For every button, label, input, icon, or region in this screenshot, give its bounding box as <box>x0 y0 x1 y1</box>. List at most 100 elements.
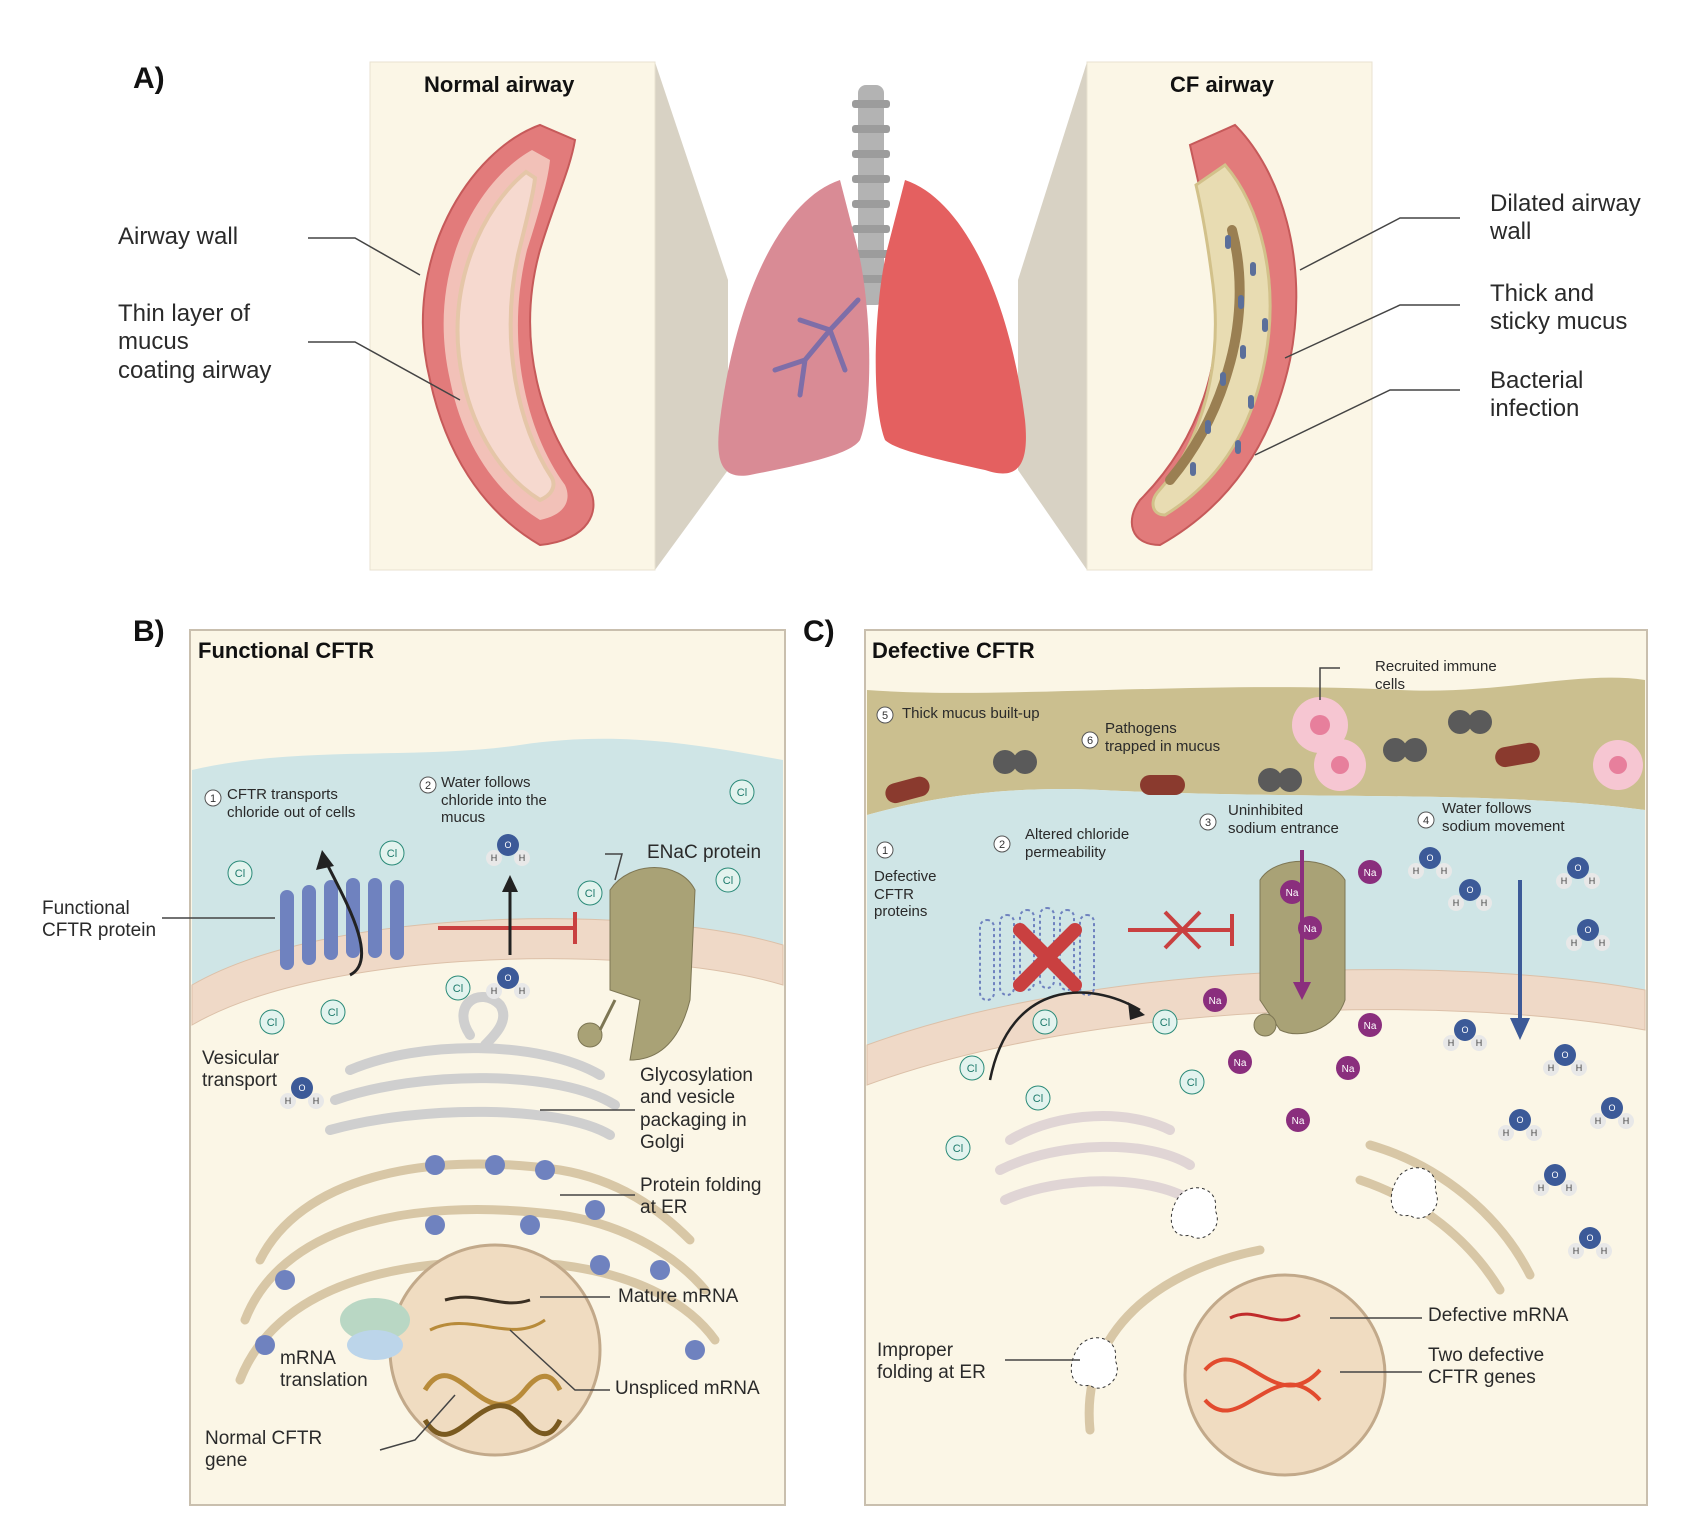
svg-text:H: H <box>1561 876 1568 886</box>
panel-a-illustration <box>308 61 1460 571</box>
svg-text:O: O <box>1586 1233 1593 1243</box>
label-immune: Recruited immune cells <box>1375 658 1497 693</box>
svg-text:Cl: Cl <box>723 875 733 887</box>
cl-ion: Cl <box>445 975 471 1001</box>
normal-airway-tube <box>421 123 595 547</box>
svg-text:H: H <box>1571 938 1578 948</box>
label-thin-mucus: Thin layer of mucus coating airway <box>118 300 272 384</box>
label-airway-wall: Airway wall <box>118 223 239 250</box>
label-mature-mrna: Mature mRNA <box>618 1286 739 1307</box>
step2-num: 2 <box>425 780 431 792</box>
na-ion: Na <box>1228 1050 1252 1074</box>
cl-ion: Cl <box>320 999 346 1025</box>
bacteria-cocci <box>993 710 1492 792</box>
svg-text:H: H <box>519 853 526 863</box>
right-projection <box>1018 62 1087 570</box>
normal-airway-title: Normal airway <box>424 72 575 97</box>
water-molecule: OH H <box>1568 1227 1612 1259</box>
svg-text:H: H <box>1601 1246 1608 1256</box>
svg-text:H: H <box>491 986 498 996</box>
left-projection <box>655 62 728 570</box>
svg-text:H: H <box>1531 1128 1538 1138</box>
svg-text:H: H <box>1413 866 1420 876</box>
svg-text:H: H <box>1476 1038 1483 1048</box>
label-two-genes: Two defective CFTR genes <box>1428 1345 1545 1389</box>
na-ion: Na <box>1358 1013 1382 1037</box>
panel-c-title: Defective CFTR <box>872 638 1035 663</box>
na-ion: Na <box>1358 860 1382 884</box>
svg-text:O: O <box>1466 885 1473 895</box>
water-molecule: OH H <box>1556 857 1600 889</box>
label-vesicular: Vesicular transport <box>202 1048 280 1092</box>
label-normal-gene: Normal CFTR gene <box>205 1428 323 1472</box>
panel-c-mucus-layer <box>867 677 1645 815</box>
svg-text:Cl: Cl <box>737 787 747 799</box>
svg-text:Cl: Cl <box>328 1007 338 1019</box>
svg-text:Cl: Cl <box>235 868 245 880</box>
misfolded-proteins <box>1070 1167 1438 1389</box>
water-molecule: OH H <box>486 967 530 999</box>
svg-text:Na: Na <box>1286 888 1299 899</box>
label-sodium-entrance: Uninhibited sodium entrance <box>1228 802 1339 837</box>
cl-ion: Cl <box>379 840 405 866</box>
label-golgi: Glycosylation and vesicle packaging in G… <box>640 1065 753 1154</box>
cl-ion: Cl <box>1025 1085 1051 1111</box>
svg-text:O: O <box>1426 853 1433 863</box>
svg-text:H: H <box>1595 1116 1602 1126</box>
golgi-c-shape <box>995 1111 1195 1205</box>
svg-text:Na: Na <box>1342 1064 1355 1075</box>
step1-num: 1 <box>210 793 216 805</box>
svg-text:H: H <box>1548 1063 1555 1073</box>
label-dilated-wall: Dilated airway wall <box>1490 190 1641 246</box>
bacteria-rods <box>885 742 1540 804</box>
svg-text:O: O <box>1561 1050 1568 1060</box>
label-defective-mrna: Defective mRNA <box>1428 1305 1569 1326</box>
nucleus-c <box>1183 1273 1387 1477</box>
svg-text:H: H <box>1589 876 1596 886</box>
svg-text:Na: Na <box>1209 996 1222 1007</box>
svg-text:O: O <box>1516 1115 1523 1125</box>
svg-text:H: H <box>1441 866 1448 876</box>
label-functional-cftr: Functional CFTR protein <box>42 898 157 942</box>
svg-text:Na: Na <box>1364 868 1377 879</box>
label-bacterial: Bacterial infection <box>1490 367 1584 423</box>
golgi-shape <box>325 991 620 1140</box>
svg-text:O: O <box>504 973 511 983</box>
label-unspliced-mrna: Unspliced mRNA <box>615 1378 760 1399</box>
svg-text:H: H <box>519 986 526 996</box>
c-num6: 6 <box>1087 735 1093 747</box>
svg-text:H: H <box>1573 1246 1580 1256</box>
svg-text:H: H <box>1453 898 1460 908</box>
cl-ion: Cl <box>729 779 755 805</box>
cftr-arrow <box>323 859 364 977</box>
na-ion: Na <box>1298 916 1322 940</box>
c-num4: 4 <box>1423 815 1429 827</box>
c-num2: 2 <box>999 839 1005 851</box>
panel-c-membrane <box>866 969 1646 1086</box>
cl-ion: Cl <box>715 867 741 893</box>
svg-text:O: O <box>1574 863 1581 873</box>
svg-text:H: H <box>1448 1038 1455 1048</box>
svg-text:Na: Na <box>1234 1058 1247 1069</box>
c-num1: 1 <box>882 845 888 857</box>
svg-text:Cl: Cl <box>1160 1017 1170 1029</box>
cl-ion: Cl <box>1152 1009 1178 1035</box>
svg-text:Cl: Cl <box>967 1063 977 1075</box>
c-num3: 3 <box>1205 817 1211 829</box>
svg-text:H: H <box>1623 1116 1630 1126</box>
label-step1: CFTR transports chloride out of cells <box>227 786 356 821</box>
label-translation: mRNA translation <box>280 1348 368 1392</box>
svg-text:Cl: Cl <box>953 1143 963 1155</box>
svg-text:Cl: Cl <box>387 848 397 860</box>
c-num5: 5 <box>882 710 888 722</box>
label-pathogens: Pathogens trapped in mucus <box>1105 720 1221 755</box>
